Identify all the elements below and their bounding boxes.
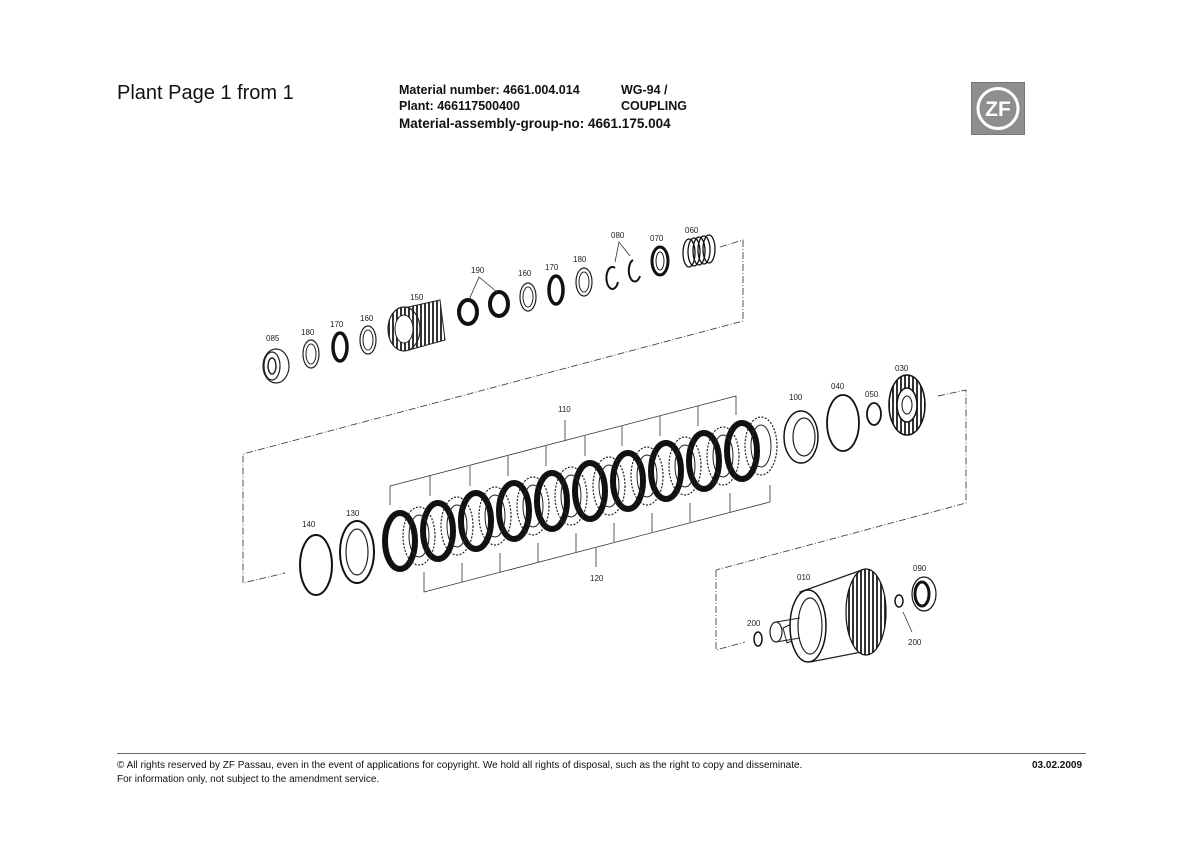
product-line: WG-94 / xyxy=(621,83,668,97)
ring-180-b xyxy=(575,267,593,297)
label-160-b: 160 xyxy=(518,269,532,278)
label-050: 050 xyxy=(865,390,879,399)
ring-070 xyxy=(650,245,670,277)
steel-discs xyxy=(402,416,778,566)
ring-180-a xyxy=(302,339,320,369)
ring-200-a xyxy=(753,631,763,647)
bearing-085 xyxy=(262,348,290,384)
label-170-b: 170 xyxy=(545,263,559,272)
label-190: 190 xyxy=(471,266,485,275)
material-number: Material number: 4661.004.014 xyxy=(399,83,580,97)
plant-number: Plant: 466117500400 xyxy=(399,99,520,113)
label-180-a: 180 xyxy=(301,328,315,337)
product-name: COUPLING xyxy=(621,99,687,113)
bearing-090 xyxy=(911,576,937,612)
bearing-190-b xyxy=(488,290,510,318)
bracket-110 xyxy=(389,395,737,505)
ring-200-b xyxy=(894,594,904,608)
label-090: 090 xyxy=(913,564,927,573)
end-plate-130 xyxy=(339,520,375,584)
steel-disc xyxy=(630,446,664,506)
assembly-guide-lines xyxy=(242,239,967,651)
label-040: 040 xyxy=(831,382,845,391)
label-060: 060 xyxy=(685,226,699,235)
label-140: 140 xyxy=(302,520,316,529)
friction-discs xyxy=(382,420,760,572)
label-030: 030 xyxy=(895,364,909,373)
label-180-b: 180 xyxy=(573,255,587,264)
plant-page-title: Plant Page 1 from 1 xyxy=(117,82,294,104)
zf-logo-text: ZF xyxy=(985,98,1011,121)
document-date: 03.02.2009 xyxy=(1032,760,1083,771)
spring-060 xyxy=(682,234,716,268)
label-085: 085 xyxy=(266,334,280,343)
assembly-group-number: Material-assembly-group-no: 4661.175.004 xyxy=(399,116,671,131)
label-010: 010 xyxy=(797,573,811,582)
ring-170-a xyxy=(331,331,349,363)
label-200-a: 200 xyxy=(747,619,761,628)
label-130: 130 xyxy=(346,509,360,518)
ring-160-b xyxy=(519,282,537,312)
snap-ring-080-a xyxy=(605,265,619,290)
label-170-a: 170 xyxy=(330,320,344,329)
bracket-120 xyxy=(423,485,771,593)
info-notice: For information only, not subject to the… xyxy=(117,774,380,785)
clutch-housing-010 xyxy=(769,568,887,663)
copyright-notice: © All rights reserved by ZF Passau, even… xyxy=(117,760,803,771)
steel-disc xyxy=(478,486,512,546)
label-160-a: 160 xyxy=(360,314,374,323)
bearing-190-a xyxy=(457,298,479,326)
label-070: 070 xyxy=(650,234,664,243)
steel-disc xyxy=(554,466,588,526)
label-120: 120 xyxy=(590,574,604,583)
label-200-b: 200 xyxy=(908,638,922,647)
ring-170-b xyxy=(547,274,565,306)
zf-logo: ZF xyxy=(971,82,1025,135)
steel-disc xyxy=(668,436,702,496)
steel-disc xyxy=(706,426,740,486)
label-150: 150 xyxy=(410,293,424,302)
plate-030 xyxy=(888,374,926,436)
label-110: 110 xyxy=(558,405,571,414)
seal-040 xyxy=(826,394,860,452)
steel-disc xyxy=(592,456,626,516)
steel-disc xyxy=(516,476,550,536)
piston-100 xyxy=(783,410,819,464)
footer-divider xyxy=(117,753,1086,754)
snap-ring-140 xyxy=(299,534,333,596)
label-100: 100 xyxy=(789,393,803,402)
seal-050 xyxy=(866,402,882,426)
ring-160-a xyxy=(359,325,377,355)
gear-150 xyxy=(387,299,446,352)
label-080: 080 xyxy=(611,231,625,240)
snap-ring-080-b xyxy=(627,259,641,283)
steel-disc xyxy=(744,416,778,476)
friction-disc xyxy=(382,510,418,572)
steel-disc xyxy=(440,496,474,556)
steel-disc xyxy=(402,506,436,566)
